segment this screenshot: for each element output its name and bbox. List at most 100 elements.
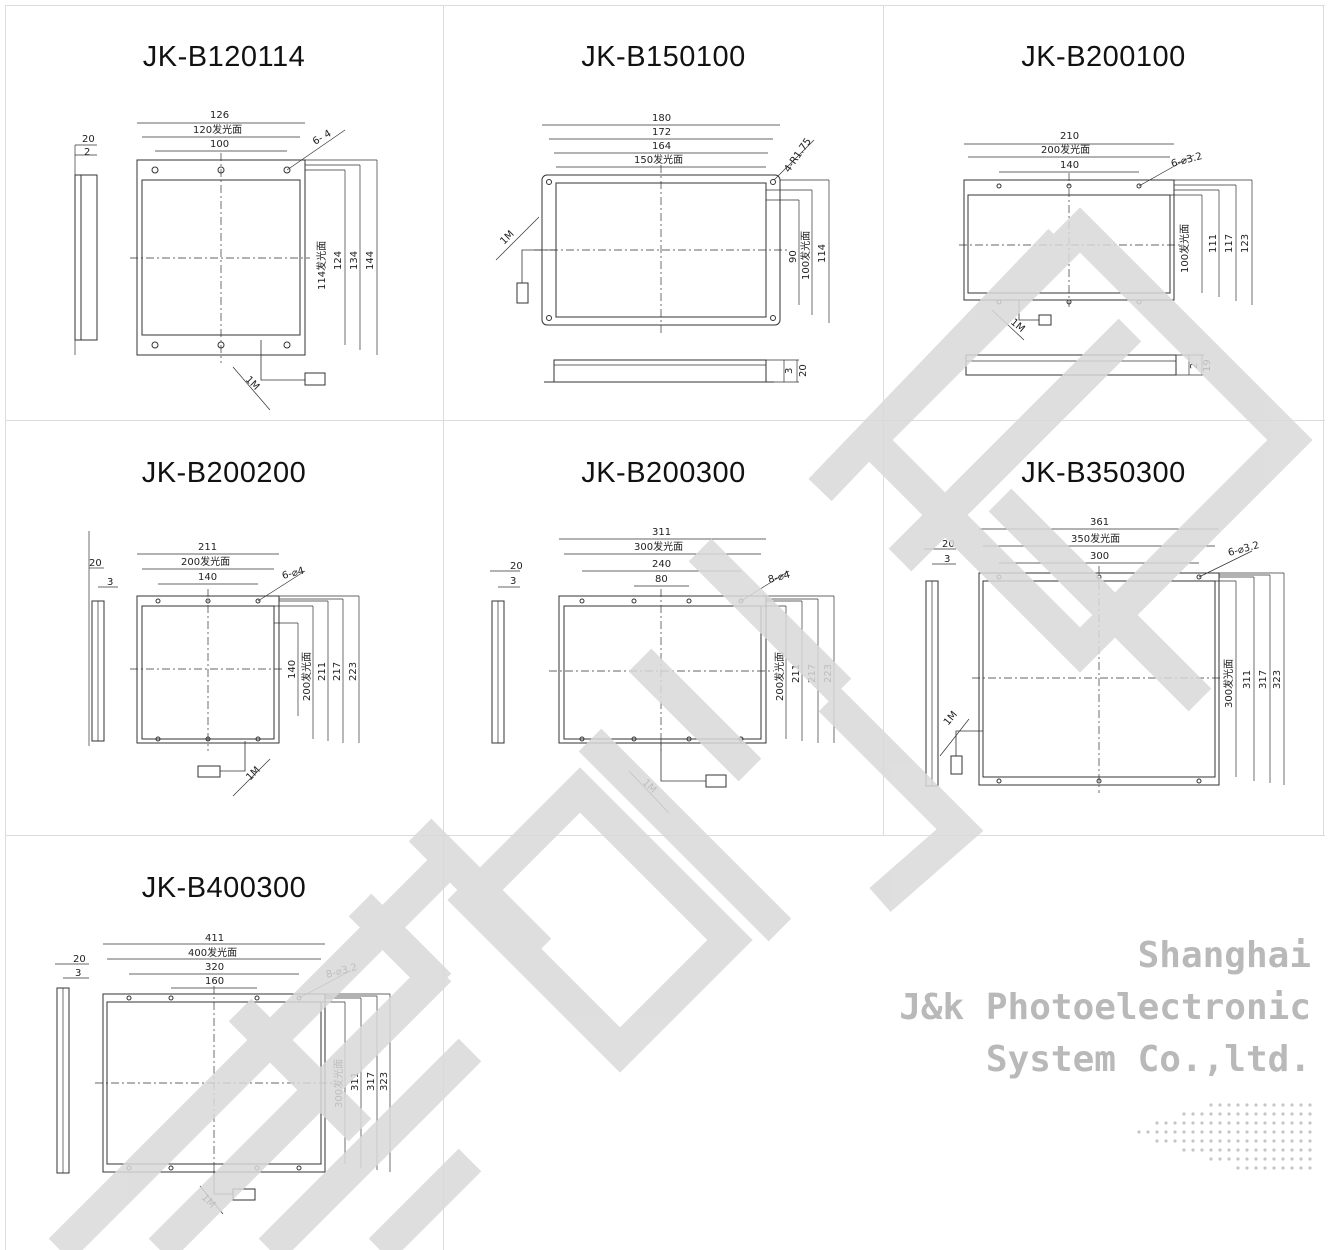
dot (1290, 1157, 1294, 1161)
company-line-2: J&k Photoelectronic (899, 987, 1311, 1028)
dot (1227, 1130, 1231, 1134)
dot (1182, 1130, 1186, 1134)
dim-emitting-height: 100发光面 (1178, 224, 1191, 273)
dot (1290, 1121, 1294, 1125)
dot (1308, 1103, 1312, 1107)
dim-h3: 323 (1272, 670, 1283, 689)
dim-h2: 317 (1258, 670, 1269, 689)
dim-overall-width: 126 (210, 110, 229, 121)
dot (1236, 1130, 1240, 1134)
dim-side-step: 3 (107, 577, 113, 588)
grid-line-top (5, 5, 1325, 6)
dot (1173, 1130, 1177, 1134)
model-title: JK-B200100 (1021, 41, 1186, 73)
dim-side-step: 2 (84, 147, 90, 158)
technical-drawing: 180 172 164 150发光面 4-R1.75 90 100发光面 114… (495, 113, 830, 383)
dot (1308, 1148, 1312, 1152)
dot (1254, 1121, 1258, 1125)
dot (1254, 1130, 1258, 1134)
dot (1281, 1166, 1285, 1170)
model-cell-b200300: JK-B200300 20 3 311 300发光面 240 80 8-⌀4 2 (444, 421, 883, 835)
dot (1245, 1130, 1249, 1134)
dim-emitting-height: 100发光面 (799, 231, 812, 280)
dim-holes: 4-R1.75 (782, 136, 813, 174)
dot (1308, 1157, 1312, 1161)
dim-hole-span-2: 80 (655, 574, 668, 585)
dim-hole-span: 140 (198, 572, 217, 583)
dot (1308, 1112, 1312, 1116)
dot (1182, 1112, 1186, 1116)
dot (1272, 1121, 1276, 1125)
dim-h2: 217 (807, 664, 818, 683)
dot (1299, 1112, 1303, 1116)
dot (1173, 1121, 1177, 1125)
dim-emitting-width: 300发光面 (634, 540, 683, 553)
dim-emitting-height: 200发光面 (773, 652, 786, 701)
dot (1209, 1157, 1213, 1161)
dot (1263, 1112, 1267, 1116)
dot (1272, 1112, 1276, 1116)
dot (1245, 1121, 1249, 1125)
dot (1236, 1103, 1240, 1107)
dim-h1: 311 (350, 1072, 361, 1091)
model-title: JK-B200200 (141, 457, 307, 489)
dot (1290, 1130, 1294, 1134)
dot (1164, 1130, 1168, 1134)
dot (1308, 1166, 1312, 1170)
dot (1164, 1139, 1168, 1143)
dot (1254, 1112, 1258, 1116)
dot (1308, 1139, 1312, 1143)
dot (1299, 1157, 1303, 1161)
dim-overall-width: 411 (205, 933, 224, 944)
dot (1290, 1166, 1294, 1170)
dot (1290, 1148, 1294, 1152)
grid-line-left (5, 5, 6, 1250)
dot (1218, 1157, 1222, 1161)
dot (1236, 1112, 1240, 1116)
dot (1227, 1121, 1231, 1125)
dot (1254, 1103, 1258, 1107)
dot (1245, 1148, 1249, 1152)
dim-side-step: 3 (510, 576, 516, 587)
dot (1218, 1148, 1222, 1152)
dim-side-thickness: 20 (510, 561, 523, 572)
dim-overall-width: 361 (1090, 517, 1109, 528)
dim-holes: 6-⌀3.2 (1227, 540, 1261, 559)
dot (1236, 1121, 1240, 1125)
dot (1236, 1157, 1240, 1161)
dot (1227, 1103, 1231, 1107)
dim-holes: 6-⌀4 (281, 565, 305, 581)
dim-emitting-height: 200发光面 (300, 652, 313, 701)
dot (1299, 1103, 1303, 1107)
dim-h1: 311 (1242, 670, 1253, 689)
dot (1227, 1112, 1231, 1116)
dim-holes: 6- 4 (311, 128, 333, 147)
dim-overall-width: 210 (1060, 131, 1079, 142)
model-cell-b200200: JK-B200200 20 3 211 200发光面 140 6-⌀4 (5, 421, 443, 835)
dot (1200, 1139, 1204, 1143)
dim-overall-width: 311 (652, 527, 671, 538)
dim-w2: 172 (652, 127, 671, 138)
dot (1254, 1148, 1258, 1152)
dot (1218, 1139, 1222, 1143)
dot (1191, 1148, 1195, 1152)
technical-drawing: 20 3 311 300发光面 240 80 8-⌀4 200发光面 211 2… (490, 527, 835, 814)
dot (1263, 1148, 1267, 1152)
dim-emitting-height: 300发光面 (1222, 659, 1235, 708)
dim-side-step: 3 (784, 368, 795, 374)
dot (1200, 1112, 1204, 1116)
dim-w3: 164 (652, 141, 671, 152)
dot (1254, 1166, 1258, 1170)
dot (1209, 1103, 1213, 1107)
dim-h3: 223 (348, 662, 359, 681)
dim-hole-span: 240 (652, 559, 671, 570)
dim-emitting-width: 200发光面 (1041, 143, 1090, 156)
dot (1191, 1130, 1195, 1134)
dot (1263, 1166, 1267, 1170)
dot (1272, 1148, 1276, 1152)
dot (1281, 1112, 1285, 1116)
dot (1299, 1139, 1303, 1143)
dim-emitting-height: 114发光面 (315, 241, 328, 290)
model-cell-b400300: JK-B400300 20 3 411 400发光面 320 160 8-⌀3.… (5, 836, 443, 1250)
dim-cable: 1M (199, 1192, 217, 1210)
